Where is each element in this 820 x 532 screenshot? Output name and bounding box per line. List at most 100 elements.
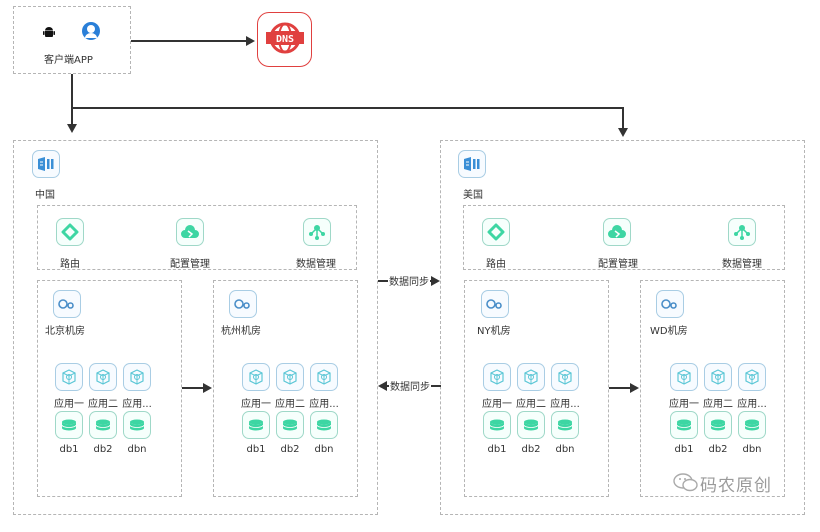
datacenter-icon bbox=[229, 290, 257, 318]
app-server-icon bbox=[738, 363, 766, 391]
datacenter-name: 杭州机房 bbox=[221, 326, 261, 337]
service-label: 数据管理 bbox=[296, 259, 336, 270]
app-label: 应用二 bbox=[516, 399, 546, 410]
app-label: 应用一 bbox=[482, 399, 512, 410]
database-label: db1 bbox=[674, 444, 694, 455]
database-icon bbox=[55, 411, 83, 439]
datacenter-icon bbox=[656, 290, 684, 318]
app-label: 应用... bbox=[122, 399, 152, 410]
service-label: 路由 bbox=[486, 259, 506, 270]
app-server-icon bbox=[123, 363, 151, 391]
database-label: db1 bbox=[487, 444, 507, 455]
app-server-icon bbox=[276, 363, 304, 391]
user-avatar-icon bbox=[81, 21, 101, 45]
datacenter-icon bbox=[481, 290, 509, 318]
arrowhead bbox=[246, 36, 255, 46]
app-label: 应用二 bbox=[703, 399, 733, 410]
config-cloud-icon bbox=[176, 218, 204, 246]
database-icon bbox=[670, 411, 698, 439]
service-label: 路由 bbox=[60, 259, 80, 270]
connector-client-dns bbox=[131, 40, 247, 42]
arrowhead bbox=[630, 383, 639, 393]
routing-icon bbox=[56, 218, 84, 246]
region-name: 美国 bbox=[463, 190, 483, 201]
app-server-icon bbox=[55, 363, 83, 391]
dns-globe-icon: DNS bbox=[265, 20, 305, 60]
arrowhead bbox=[67, 124, 77, 133]
region-icon bbox=[458, 150, 486, 178]
service-label: 配置管理 bbox=[598, 259, 638, 270]
app-server-icon bbox=[89, 363, 117, 391]
database-icon bbox=[310, 411, 338, 439]
android-icon bbox=[42, 24, 56, 43]
app-label: 应用二 bbox=[88, 399, 118, 410]
database-icon bbox=[483, 411, 511, 439]
database-label: dbn bbox=[127, 444, 147, 455]
datacenter-wd bbox=[640, 280, 785, 497]
database-icon bbox=[551, 411, 579, 439]
datacenter-beijing bbox=[37, 280, 182, 497]
dns-node: DNS bbox=[257, 12, 312, 67]
region-usa bbox=[440, 140, 805, 515]
wechat-icon bbox=[672, 472, 700, 496]
database-label: db2 bbox=[280, 444, 300, 455]
client-app-node: 客户端APP bbox=[13, 6, 131, 74]
database-label: dbn bbox=[314, 444, 334, 455]
region-icon bbox=[32, 150, 60, 178]
app-label: 应用... bbox=[309, 399, 339, 410]
connector-us-down bbox=[622, 107, 624, 129]
app-server-icon bbox=[483, 363, 511, 391]
sync-label-cn-to-us: 数据同步 bbox=[388, 273, 430, 288]
database-label: dbn bbox=[555, 444, 575, 455]
config-cloud-icon bbox=[603, 218, 631, 246]
data-management-icon bbox=[728, 218, 756, 246]
datacenter-name: 北京机房 bbox=[45, 326, 85, 337]
app-label: 应用... bbox=[737, 399, 767, 410]
connector-bj-hz bbox=[182, 387, 204, 389]
database-label: db2 bbox=[708, 444, 728, 455]
database-label: db1 bbox=[246, 444, 266, 455]
service-label: 配置管理 bbox=[170, 259, 210, 270]
app-server-icon bbox=[551, 363, 579, 391]
database-label: db1 bbox=[59, 444, 79, 455]
watermark-text: 码农原创 bbox=[700, 476, 772, 496]
services-panel bbox=[463, 205, 785, 270]
app-server-icon bbox=[517, 363, 545, 391]
database-icon bbox=[704, 411, 732, 439]
database-icon bbox=[738, 411, 766, 439]
app-server-icon bbox=[670, 363, 698, 391]
app-label: 应用一 bbox=[241, 399, 271, 410]
datacenter-ny bbox=[464, 280, 609, 497]
service-label: 数据管理 bbox=[722, 259, 762, 270]
app-server-icon bbox=[704, 363, 732, 391]
region-china bbox=[13, 140, 378, 515]
app-server-icon bbox=[242, 363, 270, 391]
connector-to-us bbox=[71, 107, 623, 109]
arrowhead bbox=[203, 383, 212, 393]
routing-icon bbox=[482, 218, 510, 246]
database-icon bbox=[276, 411, 304, 439]
database-label: dbn bbox=[742, 444, 762, 455]
client-app-label: 客户端APP bbox=[44, 55, 93, 66]
datacenter-name: NY机房 bbox=[477, 326, 511, 337]
connector-ny-wd bbox=[609, 387, 631, 389]
database-icon bbox=[89, 411, 117, 439]
services-panel bbox=[37, 205, 357, 270]
datacenter-icon bbox=[53, 290, 81, 318]
data-management-icon bbox=[303, 218, 331, 246]
app-label: 应用一 bbox=[669, 399, 699, 410]
arrowhead bbox=[378, 381, 387, 391]
app-label: 应用... bbox=[550, 399, 580, 410]
region-name: 中国 bbox=[35, 190, 55, 201]
connector-client-down bbox=[71, 74, 73, 124]
database-icon bbox=[517, 411, 545, 439]
svg-text:DNS: DNS bbox=[275, 34, 293, 45]
arrowhead bbox=[431, 276, 440, 286]
database-label: db2 bbox=[93, 444, 113, 455]
datacenter-name: WD机房 bbox=[650, 326, 688, 337]
database-icon bbox=[242, 411, 270, 439]
datacenter-hangzhou bbox=[213, 280, 358, 497]
app-label: 应用一 bbox=[54, 399, 84, 410]
database-label: db2 bbox=[521, 444, 541, 455]
arrowhead bbox=[618, 128, 628, 137]
